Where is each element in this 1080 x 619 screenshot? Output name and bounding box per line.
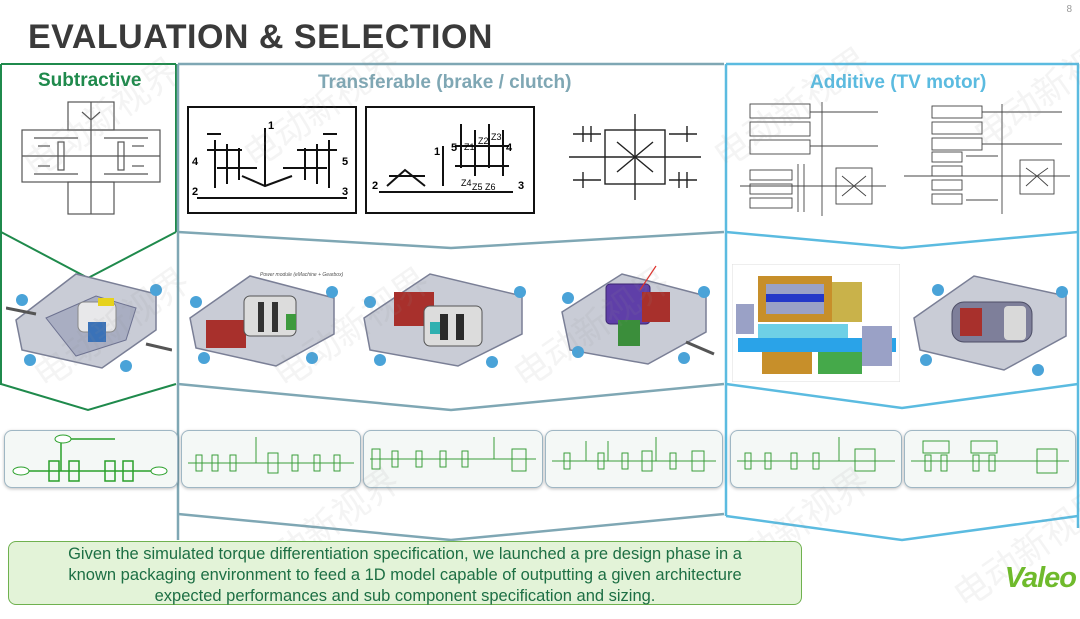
schematic-transferable-3 [569, 114, 701, 200]
caption-line: expected performances and sub component … [154, 587, 656, 605]
schematic-label: 2 [192, 186, 199, 198]
schematic-subtractive [21, 101, 161, 215]
schematic-transferable-2 [365, 106, 535, 214]
schematic-label: 1 [434, 146, 441, 158]
cad-render-additive [913, 275, 1068, 376]
cad-annotation: Power module (eMachine + Gearbox) [260, 272, 344, 278]
schematic-label: 5 [451, 142, 458, 154]
model-thumbnail-subtractive [4, 430, 178, 488]
cad-render-transferable-1 [189, 275, 338, 367]
schematic-additive-1 [740, 102, 886, 216]
schematic-label: Z2 [478, 136, 489, 146]
cad-render-subtractive [6, 273, 172, 372]
cad-render-transferable-3 [561, 265, 715, 365]
schematic-label: 1 [268, 120, 275, 132]
schematic-label: 3 [518, 180, 525, 192]
schematic-label: 2 [372, 180, 379, 192]
schematic-label: 4 [506, 142, 513, 154]
schematic-label: Z5 [472, 182, 483, 192]
model-thumbnail-transferable-2 [363, 430, 543, 488]
schematic-label: Z6 [485, 182, 496, 192]
caption-box: Given the simulated torque differentiati… [8, 541, 802, 605]
cad-section-additive [732, 264, 900, 382]
model-thumbnail-additive-1 [730, 430, 902, 488]
model-thumbnail-transferable-3 [545, 430, 723, 488]
caption-line: known packaging environment to feed a 1D… [68, 566, 742, 584]
model-thumbnail-additive-2 [904, 430, 1076, 488]
schematic-label: Z4 [461, 178, 472, 188]
schematic-label: Z3 [491, 132, 502, 142]
schematic-additive-2 [904, 104, 1070, 214]
column-header-additive: Additive (TV motor) [810, 72, 987, 93]
caption-line: Given the simulated torque differentiati… [68, 545, 742, 563]
schematic-label: Z1 [464, 142, 475, 152]
schematic-label: 4 [192, 156, 199, 168]
column-header-transferable: Transferable (brake / clutch) [318, 72, 572, 93]
schematic-label: 3 [342, 186, 349, 198]
model-thumbnail-transferable-1 [181, 430, 361, 488]
cad-render-transferable-2 [363, 273, 526, 368]
slide-title: EVALUATION & SELECTION [28, 18, 493, 56]
column-header-subtractive: Subtractive [38, 70, 142, 91]
valeo-logo: Valeo [1004, 562, 1077, 594]
schematic-label: 5 [342, 156, 349, 168]
schematic-transferable-1 [187, 106, 357, 214]
page-number: 8 [1066, 4, 1072, 15]
